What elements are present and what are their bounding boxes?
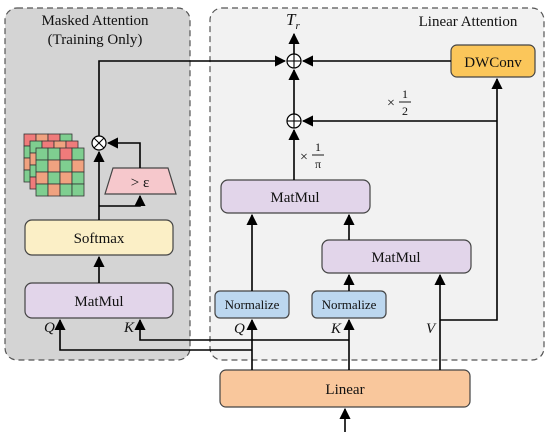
linear-q-label: Q	[234, 321, 245, 337]
add-operator-top	[286, 53, 302, 69]
matmul-inner-box	[321, 239, 472, 274]
masked-matmul-label: MatMul	[74, 294, 123, 310]
masked-title-line1: Masked Attention	[41, 13, 149, 29]
output-label: Tr	[286, 10, 300, 32]
scale-half-label: × 1 2	[387, 87, 411, 118]
svg-text:2: 2	[402, 104, 408, 118]
add-operator-mid	[286, 113, 302, 129]
threshold-label: > ε	[131, 175, 150, 191]
connectors	[54, 32, 503, 432]
svg-text:×: ×	[387, 96, 395, 111]
softmax-label: Softmax	[74, 231, 125, 247]
linear-label: Linear	[325, 382, 364, 398]
matmul-top-label: MatMul	[270, 190, 319, 206]
masked-attention-panel	[4, 7, 191, 361]
masked-k-label: K	[123, 320, 135, 336]
threshold-box	[104, 167, 177, 195]
dwconv-label: DWConv	[464, 55, 522, 71]
scale-pi-label: × 1 π	[300, 140, 324, 171]
normalize-k-label: Normalize	[322, 297, 377, 312]
matmul-top-box	[220, 179, 371, 214]
matmul-inner-label: MatMul	[371, 250, 420, 266]
linear-k-label: K	[330, 321, 342, 337]
linear-box	[219, 369, 471, 408]
svg-text:π: π	[315, 157, 321, 171]
linear-attention-title: Linear Attention	[419, 14, 518, 30]
attention-map-icon	[23, 133, 85, 197]
svg-text:×: ×	[300, 150, 308, 165]
masked-title-line2: (Training Only)	[48, 32, 143, 48]
svg-text:1: 1	[402, 87, 408, 101]
normalize-q-label: Normalize	[225, 297, 280, 312]
svg-text:1: 1	[315, 140, 321, 154]
linear-v-label: V	[426, 321, 437, 337]
masked-q-label: Q	[44, 320, 55, 336]
